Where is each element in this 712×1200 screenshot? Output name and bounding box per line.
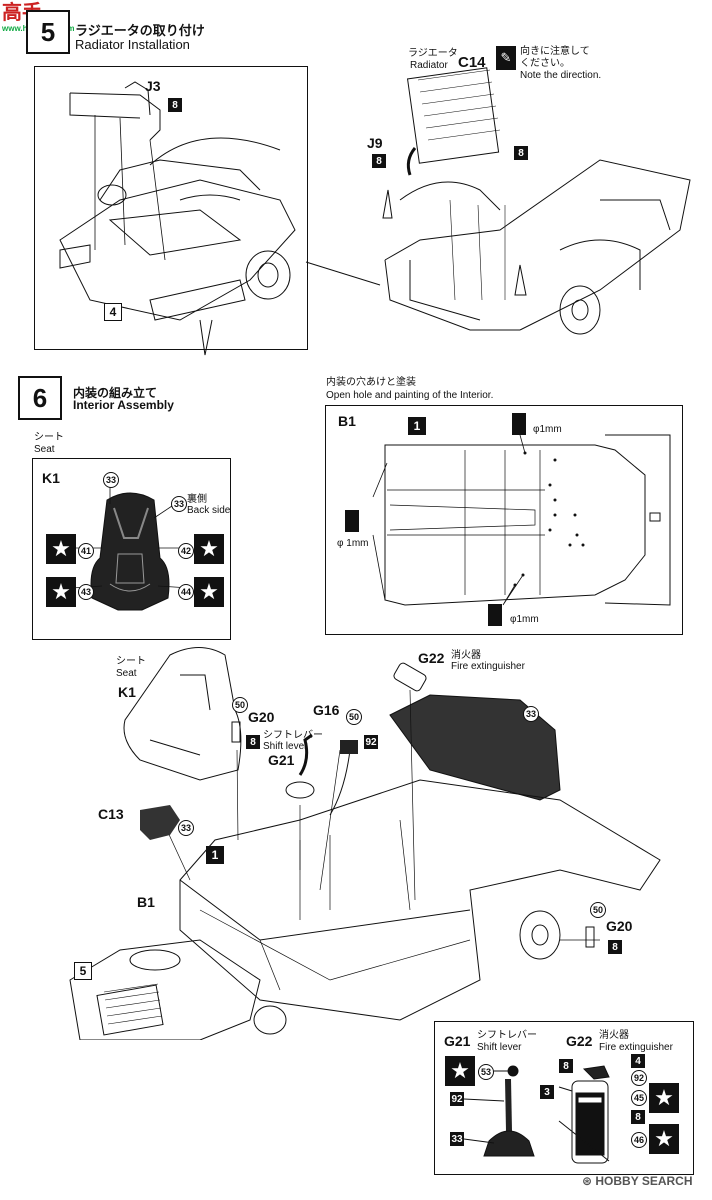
interior-floor-drawing: [372, 434, 671, 606]
drill-size-bottom: φ1mm: [510, 614, 539, 625]
seat-decal-43: 43: [78, 584, 94, 600]
star-marker-41: ★: [46, 534, 76, 564]
shift-lever-ja: シフトレバー: [263, 730, 323, 741]
direction-note-ja-1: 向きに注意して: [520, 46, 590, 57]
detail-g22-ja: 消火器: [599, 1030, 629, 1041]
detail-star-g22-bottom: ★: [649, 1124, 679, 1154]
part-j9-color-tag: 8: [372, 154, 386, 168]
detail-g22-tag-4: 4: [631, 1054, 645, 1068]
assembly-part-g20b: G20: [606, 918, 633, 934]
detail-g21-ja: シフトレバー: [477, 1030, 537, 1041]
ref-box-1-interior: 1: [408, 417, 426, 435]
drill-icon-left: [345, 510, 359, 532]
g16-color-tag: 92: [364, 735, 378, 749]
direction-note-en: Note the direction.: [520, 70, 602, 81]
seat-decal-41: 41: [78, 543, 94, 559]
interior-hole-panel: [325, 405, 683, 635]
cover-decal-33: 33: [523, 706, 539, 722]
detail-star-g21: ★: [445, 1056, 475, 1086]
detail-g22-label: G22: [566, 1033, 593, 1049]
detail-g22-tag-8a: 8: [559, 1059, 573, 1073]
part-j3-color-tag: 8: [168, 98, 182, 112]
drill-size-top: φ1mm: [533, 424, 562, 435]
watermark-bottom-icon: ⊛: [582, 1174, 596, 1188]
part-c14-color-tag: 8: [514, 146, 528, 160]
part-b1-label: B1: [338, 413, 356, 429]
step-6-title-en: Interior Assembly: [73, 398, 174, 412]
detail-g21-decal-53: 53: [478, 1064, 494, 1080]
detail-g21-en: Shift lever: [477, 1042, 522, 1053]
seat-decal-panel: [32, 458, 231, 640]
drill-size-left: φ 1mm: [337, 538, 369, 549]
main-assembly-drawing: [69, 647, 661, 1040]
part-c14-label: C14: [458, 54, 486, 71]
direction-note-ja-2: ください。: [520, 58, 570, 69]
ref-box-1-assembly: 1: [206, 846, 224, 864]
back-side-en: Back side: [187, 505, 231, 516]
ref-box-5: 5: [74, 962, 92, 980]
part-j9-label: J9: [367, 135, 383, 151]
g20b-decal-50: 50: [590, 902, 606, 918]
seat-decal-33-back: 33: [171, 496, 187, 512]
step-5-number: 5: [26, 10, 70, 54]
step-5-title-ja: ラジエータの取り付け: [75, 23, 205, 38]
detail-g22-decal-45: 45: [631, 1090, 647, 1106]
assembly-seat-en: Seat: [116, 668, 137, 679]
seat-label-ja: シート: [34, 432, 64, 443]
detail-g21-label: G21: [444, 1033, 471, 1049]
step-6-number: 6: [18, 376, 62, 420]
extinguisher-en: Fire extinguisher: [451, 661, 525, 672]
g16-decal-50: 50: [346, 709, 362, 725]
seat-decal-33-top: 33: [103, 472, 119, 488]
hole-note-en: Open hole and painting of the Interior.: [326, 390, 494, 401]
seat-decal-44: 44: [178, 584, 194, 600]
detail-g22-decal-92: 92: [631, 1070, 647, 1086]
detail-g22-tag-3: 3: [540, 1085, 554, 1099]
assembly-part-g21: G21: [268, 752, 295, 768]
watermark-bottom-text: HOBBY SEARCH: [595, 1174, 693, 1188]
detail-g21-tag-33: 33: [450, 1132, 464, 1146]
seat-label-en: Seat: [34, 444, 55, 455]
detail-star-g22-top: ★: [649, 1083, 679, 1113]
assembly-seat-ja: シート: [116, 656, 146, 667]
detail-painting-panel: [434, 1021, 694, 1175]
shift-lever-en: Shift lever: [263, 741, 308, 752]
assembly-part-g16: G16: [313, 702, 340, 718]
step-5-left-panel: [34, 66, 308, 350]
c13-decal-33: 33: [178, 820, 194, 836]
star-marker-43: ★: [46, 577, 76, 607]
detail-drawings: [463, 1065, 610, 1164]
assembly-part-c13: C13: [98, 806, 124, 822]
detail-g22-en: Fire extinguisher: [599, 1042, 673, 1053]
watermark-bottom: ⊛ HOBBY SEARCH: [582, 1174, 693, 1188]
drill-icon-top: [512, 413, 526, 435]
hole-note-ja: 内装の穴あけと塗装: [326, 377, 416, 388]
g20b-color-tag: 8: [608, 940, 622, 954]
detail-g22-decal-46: 46: [631, 1132, 647, 1148]
step-6-title-ja: 内装の組み立て: [73, 386, 158, 400]
star-marker-42: ★: [194, 534, 224, 564]
part-k1-label: K1: [42, 470, 60, 486]
star-marker-44: ★: [194, 577, 224, 607]
detail-g22-tag-8b: 8: [631, 1110, 645, 1124]
g20-decal-50: 50: [232, 697, 248, 713]
direction-note-icon: ✎: [496, 46, 516, 70]
detail-g21-tag-92: 92: [450, 1092, 464, 1106]
step-5-title-en: Radiator Installation: [75, 37, 190, 52]
assembly-part-k1: K1: [118, 684, 136, 700]
assembly-part-g22: G22: [418, 650, 445, 666]
radiator-label-ja: ラジエータ: [408, 48, 458, 59]
radiator-label-en: Radiator: [410, 60, 448, 71]
assembly-part-g20: G20: [248, 709, 275, 725]
extinguisher-ja: 消火器: [451, 650, 481, 661]
part-j3-label: J3: [145, 78, 161, 94]
back-side-ja: 裏側: [187, 494, 207, 505]
ref-box-4: 4: [104, 303, 122, 321]
g20-color-tag: 8: [246, 735, 260, 749]
drill-icon-bottom: [488, 604, 502, 626]
assembly-part-b1: B1: [137, 894, 155, 910]
seat-decal-42: 42: [178, 543, 194, 559]
seat-back-drawing: [71, 488, 191, 611]
